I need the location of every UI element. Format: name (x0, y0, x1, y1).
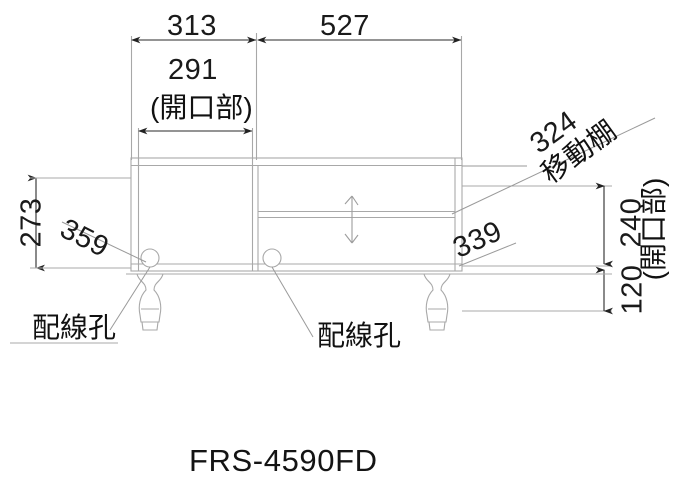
leader-324-shelf (451, 117, 656, 215)
extension-lines-right (462, 185, 612, 312)
opening-note-top: (開口部) (150, 92, 253, 123)
extension-lines-left (30, 177, 131, 269)
cable-hole-left (140, 248, 160, 268)
adjustable-shelf (258, 210, 455, 219)
leader-cable-hole-left (109, 266, 151, 331)
opening-note-right: (開口部) (638, 177, 669, 281)
dimension-label-527: 527 (320, 10, 370, 42)
cable-hole-label-center: 配線孔 (317, 320, 402, 351)
shelf-adjust-arrow (344, 195, 359, 244)
dimension-label-313: 313 (167, 10, 217, 42)
extension-lines-top (130, 33, 463, 170)
leader-cable-hole-center (271, 266, 314, 338)
cabinet-body (130, 157, 463, 272)
leader-359 (61, 221, 147, 263)
ground-lines (10, 273, 612, 344)
turned-leg-left (136, 273, 164, 331)
dimension-label-291: 291 (168, 54, 218, 86)
model-number-label: FRS-4590FD (189, 443, 378, 478)
leader-339 (458, 242, 517, 267)
cable-hole-label-left: 配線孔 (32, 312, 117, 343)
cable-hole-center (262, 248, 282, 268)
dimension-label-273: 273 (15, 197, 48, 248)
center-divider (251, 165, 259, 271)
base-rail (126, 270, 466, 275)
turned-leg-right (423, 273, 451, 331)
